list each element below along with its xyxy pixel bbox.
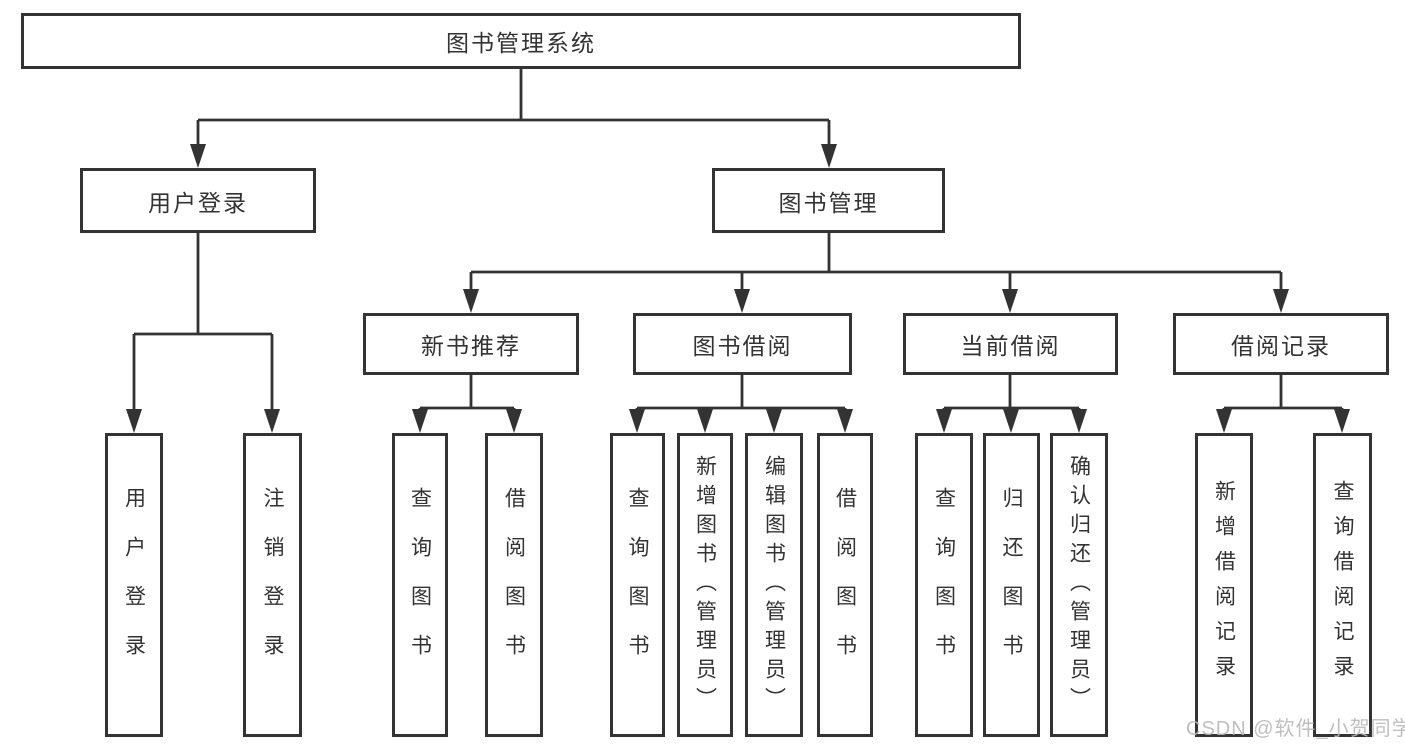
node-new-book-recommend: 新书推荐 bbox=[363, 313, 579, 375]
leaf-confirm-return-admin: 确认归还（管理员） bbox=[1050, 433, 1108, 737]
node-library-management-system: 图书管理系统 bbox=[21, 13, 1021, 69]
leaf-user-login: 用户登录 bbox=[105, 433, 163, 737]
leaf-add-book-admin: 新增图书（管理员） bbox=[677, 433, 733, 737]
leaf-edit-book-admin: 编辑图书（管理员） bbox=[745, 433, 803, 737]
leaf-add-borrow-record: 新增借阅记录 bbox=[1195, 433, 1253, 737]
node-current-borrowing: 当前借阅 bbox=[903, 313, 1118, 375]
leaf-borrow-books-borrowing: 借阅图书 bbox=[817, 433, 873, 737]
node-book-management: 图书管理 bbox=[712, 168, 945, 233]
node-borrow-records: 借阅记录 bbox=[1173, 313, 1389, 375]
leaf-query-books-current: 查询图书 bbox=[915, 433, 973, 737]
leaf-query-borrow-record: 查询借阅记录 bbox=[1313, 433, 1372, 737]
node-user-login: 用户登录 bbox=[80, 168, 316, 233]
leaf-query-books-borrowing: 查询图书 bbox=[610, 433, 665, 737]
csdn-watermark: CSDN @软件_小贺同学 bbox=[1186, 718, 1405, 740]
leaf-query-books-recommend: 查询图书 bbox=[392, 433, 448, 737]
leaf-logout: 注销登录 bbox=[243, 433, 302, 737]
leaf-borrow-books-recommend: 借阅图书 bbox=[485, 433, 543, 737]
leaf-return-books: 归还图书 bbox=[983, 433, 1040, 737]
node-book-borrowing: 图书借阅 bbox=[633, 313, 852, 375]
